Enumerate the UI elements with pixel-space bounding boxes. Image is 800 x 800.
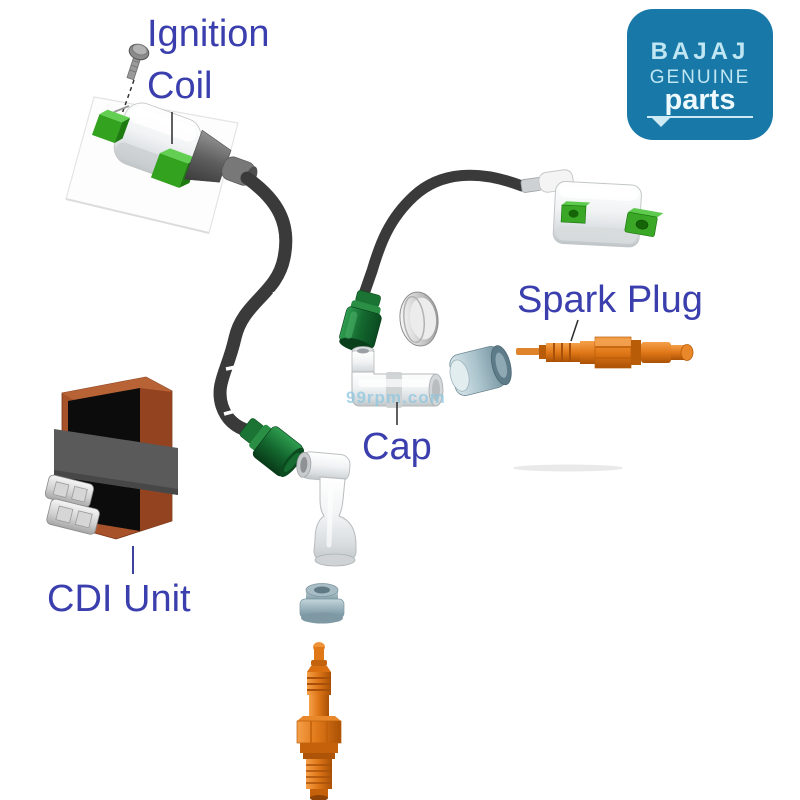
bushing-graphic <box>299 583 345 624</box>
ht-cable-right-graphic <box>355 169 528 309</box>
ht-cable-left-graphic <box>213 171 293 438</box>
label-ignition-coil: Ignition Coil <box>147 8 270 112</box>
label-cap: Cap <box>362 426 432 468</box>
watermark-text: 99rpm.com <box>346 388 446 407</box>
spark-plug-vertical-graphic <box>296 642 342 800</box>
bajaj-genuine-parts-badge: BAJAJ GENUINE parts <box>627 9 773 140</box>
badge-brand-text: BAJAJ <box>650 38 750 65</box>
cdi-unit-graphic <box>44 376 178 540</box>
badge-underline-arrow <box>647 116 753 127</box>
plug-cap-vertical-graphic <box>296 451 357 567</box>
bolt-leader-dashed-line <box>113 79 135 115</box>
spark-plug-leader-line <box>570 319 579 342</box>
dome-washer-graphic <box>399 291 439 347</box>
ignition-coil-left-graphic <box>91 102 258 188</box>
badge-genuine-text: GENUINE <box>649 67 751 88</box>
shadow <box>513 464 623 472</box>
cable-boot-middle-graphic <box>339 290 382 353</box>
spark-plug-horizontal-graphic <box>516 336 694 369</box>
label-ignition-line2: Coil <box>147 65 213 107</box>
ignition-coil-right-graphic <box>520 169 664 248</box>
cable-boot-left-graphic <box>239 418 305 477</box>
insulator-cup-graphic <box>449 345 512 396</box>
label-spark-plug: Spark Plug <box>517 279 703 321</box>
mounting-bolt-icon <box>126 43 150 81</box>
label-cdi-unit: CDI Unit <box>47 578 191 620</box>
badge-parts-text: parts <box>664 84 736 116</box>
plug-cap-horizontal-graphic <box>351 346 444 408</box>
label-ignition-line1: Ignition <box>147 13 270 55</box>
